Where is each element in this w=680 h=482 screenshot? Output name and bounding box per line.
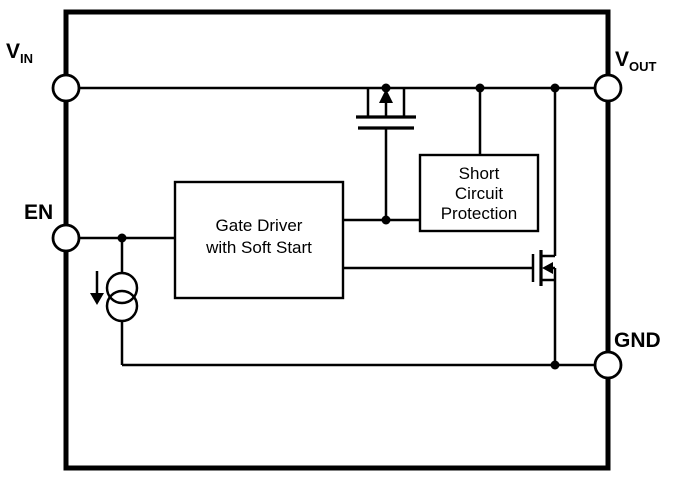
scp-box <box>418 153 540 233</box>
pass-fet-pmos <box>356 88 416 220</box>
gate-driver-box <box>173 180 345 300</box>
vout-label-main: V <box>615 48 629 71</box>
junction-dot <box>550 360 560 370</box>
discharge-fet-nmos <box>531 250 557 365</box>
junction-dot <box>550 83 560 93</box>
nmos-body-arrow-icon <box>542 262 553 274</box>
scp-label-line3: Protection <box>441 204 518 223</box>
gnd-label: GND <box>614 329 661 352</box>
vout-pin <box>593 73 623 103</box>
junction-dot <box>381 83 391 93</box>
vout-label: VOUT <box>615 48 657 74</box>
gate-driver-block: Gate Driver with Soft Start <box>173 180 345 300</box>
current-down-arrow-icon <box>90 293 104 305</box>
gnd-pin <box>593 350 623 380</box>
vin-label: VIN <box>6 40 33 66</box>
junction-dot <box>475 83 485 93</box>
vin-pin <box>51 73 81 103</box>
en-pin <box>51 223 81 253</box>
junction-dot <box>381 215 391 225</box>
gate-driver-label-line1: Gate Driver <box>216 216 303 235</box>
vin-label-main: V <box>6 40 20 63</box>
pmos-body-arrow-icon <box>379 89 393 103</box>
gate-driver-label-line2: with Soft Start <box>205 238 312 257</box>
current-source <box>90 271 139 323</box>
short-circuit-protection-block: Short Circuit Protection <box>418 153 540 233</box>
current-source-circle-top <box>105 271 139 305</box>
vin-label-sub: IN <box>20 51 33 66</box>
junction-dot <box>117 233 127 243</box>
scp-label-line2: Circuit <box>455 184 503 203</box>
scp-label-line1: Short <box>459 164 500 183</box>
vout-label-sub: OUT <box>629 59 657 74</box>
en-label: EN <box>24 201 53 224</box>
current-source-circle-bottom <box>105 289 139 323</box>
